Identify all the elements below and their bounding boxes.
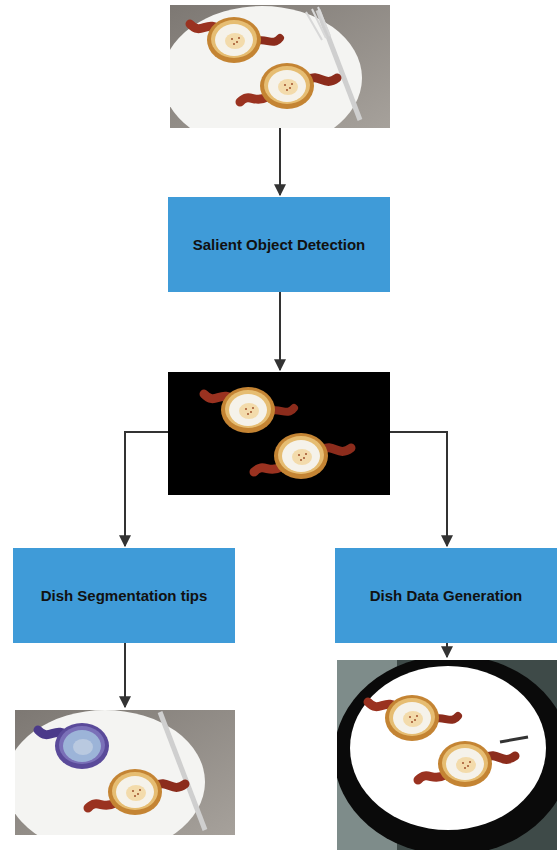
arrow bbox=[446, 643, 448, 657]
arrow bbox=[279, 292, 281, 370]
black-ground bbox=[168, 372, 390, 495]
food-photo bbox=[170, 5, 390, 128]
arrow bbox=[279, 128, 281, 195]
box-label: Salient Object Detection bbox=[193, 236, 366, 254]
dish bbox=[38, 723, 185, 815]
plate-rim bbox=[337, 660, 557, 850]
fork bbox=[318, 10, 360, 120]
fork bbox=[500, 737, 528, 742]
fork bbox=[160, 712, 205, 830]
box-label: Dish Data Generation bbox=[370, 587, 523, 605]
plate bbox=[350, 666, 546, 830]
dish bbox=[190, 17, 337, 109]
arrow bbox=[124, 643, 126, 707]
plate bbox=[170, 6, 362, 128]
arrow bbox=[390, 432, 447, 546]
process-box: Salient Object Detection bbox=[168, 197, 390, 292]
fork-tines bbox=[306, 7, 330, 40]
arrow bbox=[125, 432, 168, 546]
salient-object-image bbox=[168, 372, 390, 495]
plate bbox=[15, 710, 205, 835]
process-box: Dish Segmentation tips bbox=[13, 548, 235, 643]
segmentation-photo bbox=[15, 710, 235, 835]
process-box: Dish Data Generation bbox=[335, 548, 557, 643]
generated-photo bbox=[337, 660, 557, 850]
box-label: Dish Segmentation tips bbox=[41, 587, 208, 605]
dish bbox=[204, 387, 351, 479]
dish bbox=[368, 695, 515, 787]
